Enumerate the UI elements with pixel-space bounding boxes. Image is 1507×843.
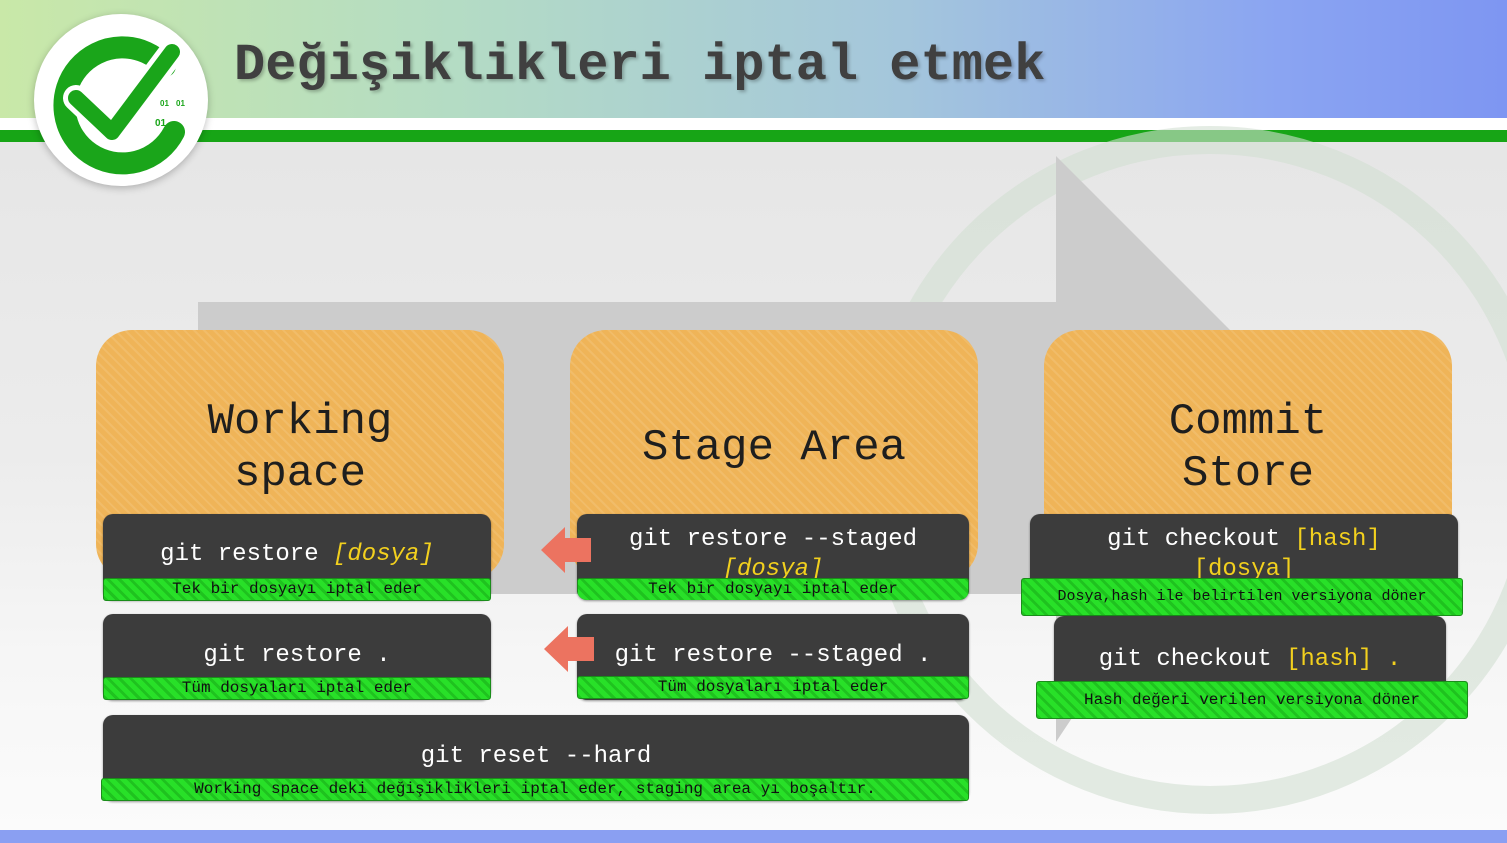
description-bar: Hash değeri verilen versiyona döner [1036,681,1468,719]
description-bar: Tek bir dosyayı iptal eder [103,578,491,601]
description-bar: Tek bir dosyayı iptal eder [577,578,969,600]
git-reset-hard-card[interactable]: git reset --hard Working space deki deği… [101,715,969,801]
commit-store-label: Commit Store [1168,397,1328,499]
git-restore-staged-file-card[interactable]: git restore --staged [dosya] Tek bir dos… [577,514,969,600]
working-space-label: Working space [207,397,393,499]
command-text: git restore --staged . [614,642,932,669]
checkmark-logo-icon: 01 01 01 [34,14,208,186]
command-param: [hash] . [1286,646,1402,673]
command-text: git checkout [hash] [1107,526,1381,553]
stage-area-label: Stage Area [641,423,907,473]
header-band [0,0,1507,120]
git-restore-all-card[interactable]: git restore . Tüm dosyaları iptal eder [103,614,491,700]
logo-digits: 01 [155,118,167,129]
git-restore-file-card[interactable]: git restore [dosya] Tek bir dosyayı ipta… [103,514,491,601]
command-text: git restore . [203,642,391,669]
command-param: [dosya] [333,541,434,568]
command-text: git reset --hard [420,743,652,770]
description-bar: Tüm dosyaları iptal eder [577,676,969,699]
git-restore-staged-all-card[interactable]: git restore --staged . Tüm dosyaları ipt… [577,614,969,700]
description-bar: Dosya,hash ile belirtilen versiyona döne… [1021,578,1463,616]
description-bar: Working space deki değişiklikleri iptal … [101,778,969,801]
logo-digits: 01 [160,99,169,108]
command-param: [hash] [1294,526,1381,553]
command-text: git checkout [hash] . [1098,646,1402,673]
arrow-left-icon [541,527,591,573]
description-bar: Tüm dosyaları iptal eder [103,677,491,700]
command-text: git restore [dosya] [160,541,434,568]
logo-digits: 01 [176,99,185,108]
page-title: Değişiklikleri iptal etmek [234,36,1046,95]
arrow-left-icon [544,626,594,672]
footer-band [0,830,1507,843]
header-divider [0,118,1507,128]
command-text: git restore --staged [628,526,918,553]
